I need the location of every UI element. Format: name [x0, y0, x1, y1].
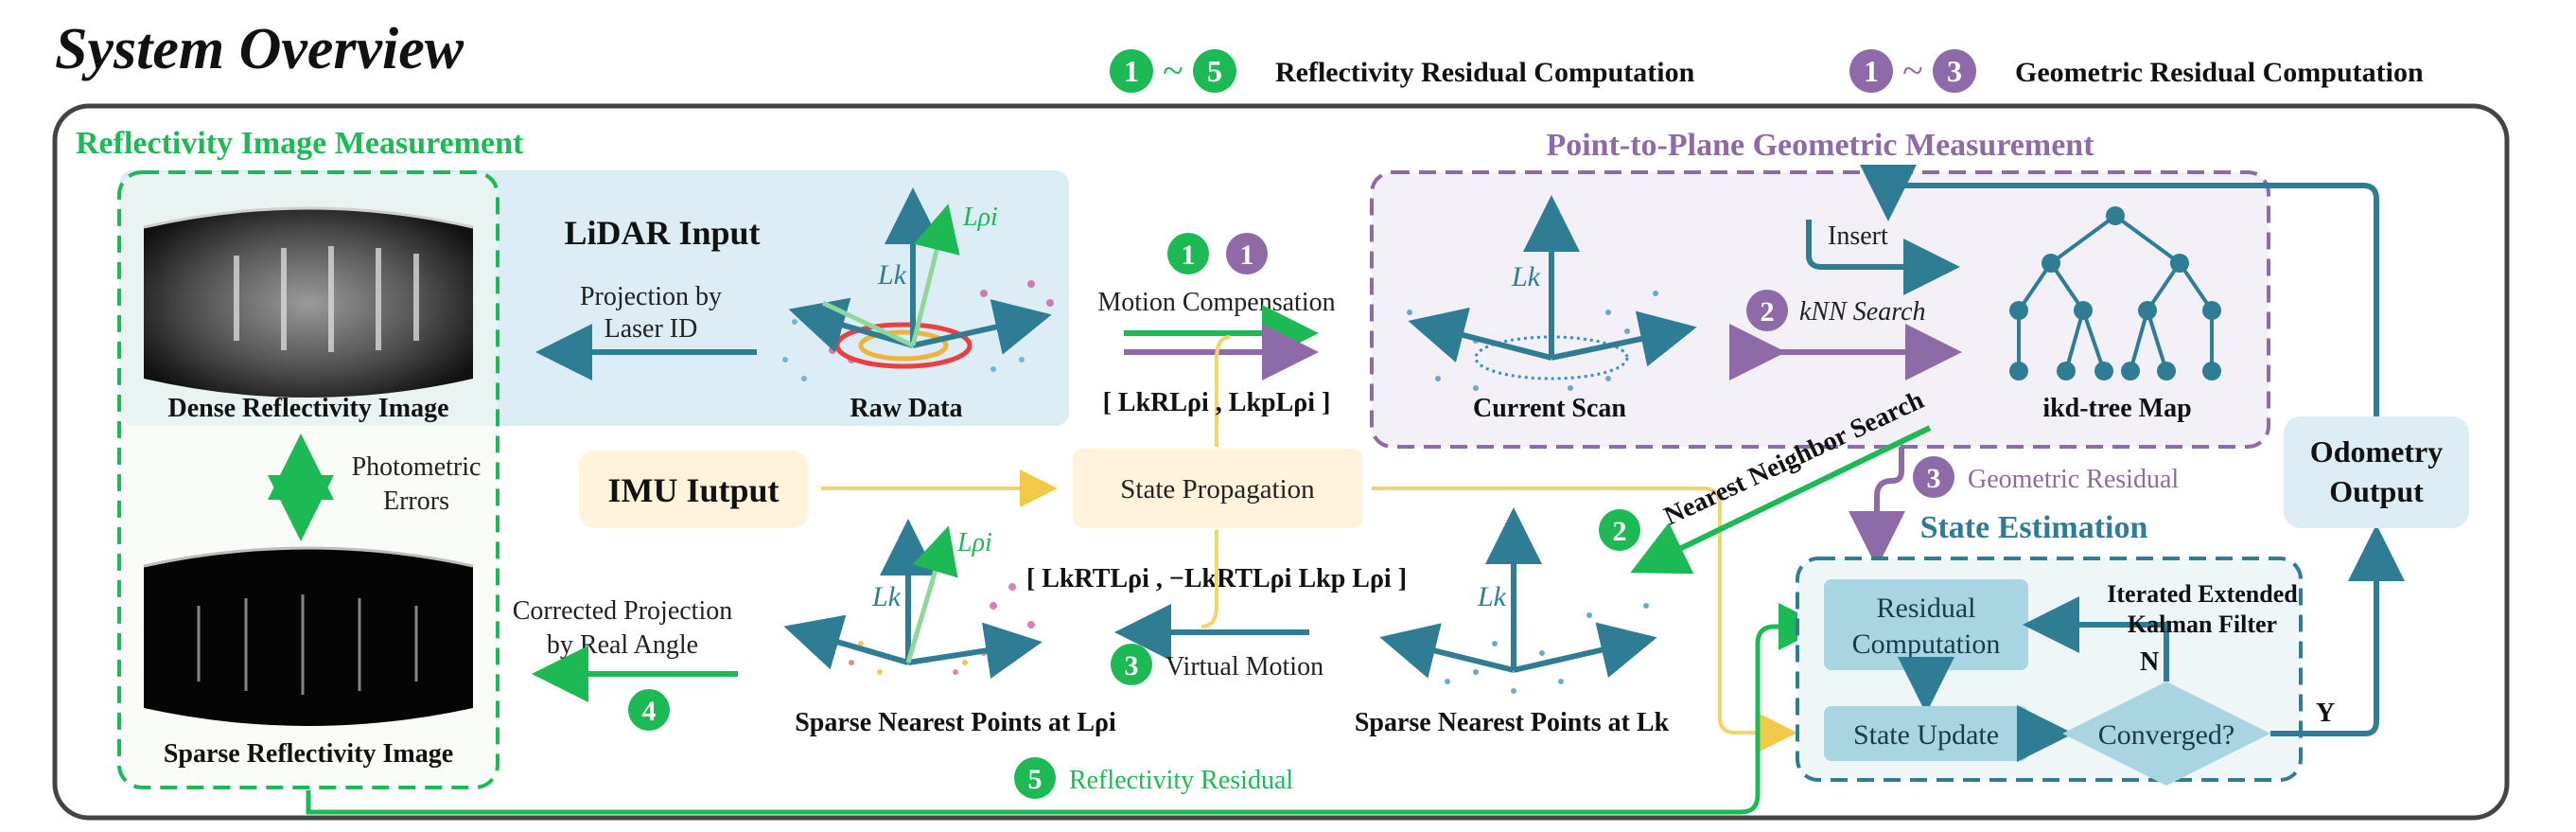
imu-label: IMU Iutput — [607, 471, 779, 509]
odometry-output-box — [2284, 416, 2469, 528]
legend-purple-tilde: ~ — [1902, 49, 1923, 92]
motion-compensation-label: Motion Compensation — [1097, 288, 1335, 317]
current-scan-cloud — [1407, 195, 1697, 391]
current-scan-label: Current Scan — [1473, 394, 1626, 423]
legend-purple-badge-start — [1849, 49, 1893, 93]
nearest-neighbor-arrow — [1630, 425, 1932, 575]
photometric-label-line1: Photometric — [352, 452, 482, 482]
residual-computation-line1: Residual — [1877, 593, 1976, 624]
current-scan-axis-lk: Lk — [1511, 261, 1541, 292]
reflectivity-residual-line — [306, 603, 1826, 815]
sparse-k-axis-lk: Lk — [1477, 581, 1507, 612]
state-update-label: State Update — [1853, 719, 1999, 751]
sparse-points-rho-label: Sparse Nearest Points at Lρi — [795, 708, 1116, 737]
motion-yellow-connector — [1215, 335, 1231, 447]
lidar-input-title: LiDAR Input — [564, 214, 760, 252]
legend-green-badge-start-label: 1 — [1124, 54, 1139, 88]
outer-frame — [52, 103, 2510, 821]
raw-data-axis-lk: Lk — [877, 259, 907, 291]
raw-data-axis-lrho: Lρi — [962, 203, 998, 232]
converged-label: Converged? — [2098, 719, 2234, 751]
no-label: N — [2140, 647, 2159, 677]
virtual-motion-badge — [1111, 644, 1152, 685]
projection-label-line1: Projection by — [580, 282, 722, 311]
sparse-reflectivity-image — [143, 546, 474, 726]
virtual-motion-badge-label: 3 — [1125, 650, 1139, 682]
page-title: System Overview — [55, 17, 464, 81]
state-estimation-title: State Estimation — [1920, 510, 2148, 545]
photometric-label-line2: Errors — [383, 487, 449, 516]
legend-purple-badge-end — [1933, 49, 1976, 93]
nearest-neighbor-badge-label: 2 — [1613, 516, 1627, 547]
nearest-neighbor-badge — [1599, 509, 1640, 551]
reflectivity-residual-badge — [1014, 757, 1056, 799]
motion-badge-green — [1167, 233, 1209, 274]
legend-green-tilde: ~ — [1163, 49, 1183, 92]
legend-green-badge-end-label: 5 — [1207, 54, 1222, 88]
insert-label: Insert — [1828, 221, 1888, 251]
corrected-badge-label: 4 — [642, 696, 657, 727]
motion-badge-purple — [1226, 233, 1268, 274]
knn-badge-label: 2 — [1761, 296, 1775, 327]
dense-image-label: Dense Reflectivity Image — [167, 394, 448, 423]
odometry-line1: Odometry — [2310, 434, 2443, 469]
odometry-line2: Output — [2329, 474, 2424, 508]
propagation-to-update-line — [1372, 487, 1797, 752]
geometric-residual-arrow — [1849, 447, 1905, 568]
transform-top: [ LkRLρi , LkpLρi ] — [1103, 388, 1331, 417]
legend-reflectivity-label: Reflectivity Residual Computation — [1275, 57, 1695, 88]
reflectivity-residual-label: Reflectivity Residual — [1069, 766, 1293, 795]
iekf-label-line2: Kalman Filter — [2128, 611, 2277, 638]
legend: 1 ~ 5 Reflectivity Residual Computation … — [1110, 49, 2424, 93]
geometric-section-box — [1370, 170, 2270, 449]
reflectivity-section-title: Reflectivity Image Measurement — [76, 126, 524, 161]
geometric-residual-badge — [1913, 456, 1954, 498]
dense-reflectivity-image — [143, 206, 474, 398]
state-propagation-label: State Propagation — [1120, 474, 1315, 505]
sparse-rho-axis-lrho: Lρi — [956, 528, 992, 558]
legend-purple-badge-start-label: 1 — [1864, 54, 1879, 88]
sparse-points-rho-cloud — [783, 519, 1043, 679]
imu-box — [579, 451, 808, 528]
legend-geometric-label: Geometric Residual Computation — [2015, 57, 2424, 88]
corrected-projection-line1: Corrected Projection — [513, 596, 732, 626]
virtual-motion-label: Virtual Motion — [1165, 652, 1323, 682]
geometric-section-title: Point-to-Plane Geometric Measurement — [1546, 128, 2094, 163]
iekf-label-line1: Iterated Extended — [2107, 580, 2298, 608]
odometry-feedback-arrow — [1860, 165, 2379, 416]
legend-green-badge-start — [1110, 49, 1153, 93]
insert-arrow — [1806, 220, 1960, 295]
yes-label: Y — [2316, 699, 2335, 728]
sparse-image-label: Sparse Reflectivity Image — [164, 739, 453, 769]
state-propagation-box — [1073, 449, 1362, 528]
motion-badge-purple-label: 1 — [1240, 239, 1254, 271]
yes-arrow — [2270, 524, 2405, 736]
residual-computation-line2: Computation — [1852, 628, 2001, 660]
residual-computation-box — [1824, 579, 2028, 670]
raw-data-label: Raw Data — [850, 394, 963, 423]
corrected-badge — [628, 689, 670, 731]
legend-purple-badge-end-label: 3 — [1947, 54, 1962, 88]
state-update-box — [1824, 706, 2028, 761]
knn-badge — [1746, 290, 1788, 331]
geometric-residual-badge-label: 3 — [1927, 463, 1941, 494]
sparse-points-k-cloud — [1379, 507, 1657, 694]
corrected-projection-line2: by Real Angle — [547, 630, 698, 660]
geometric-residual-label: Geometric Residual — [1968, 465, 2179, 494]
raw-data-pointcloud — [782, 187, 1054, 381]
knn-label: kNN Search — [1799, 297, 1926, 327]
ikd-tree-label: ikd-tree Map — [2042, 394, 2191, 423]
projection-label-line2: Laser ID — [605, 314, 698, 344]
sparse-rho-axis-lk: Lk — [871, 581, 902, 612]
legend-green-badge-end — [1193, 49, 1236, 93]
converged-diamond — [2062, 682, 2270, 786]
no-loop-arrow — [2023, 596, 2169, 682]
sparse-points-k-label: Sparse Nearest Points at Lk — [1355, 708, 1670, 737]
motion-badge-green-label: 1 — [1182, 239, 1196, 271]
reflectivity-residual-badge-label: 5 — [1028, 764, 1043, 795]
ikd-tree-icon — [2009, 206, 2221, 381]
virtual-yellow-connector — [1200, 530, 1218, 628]
